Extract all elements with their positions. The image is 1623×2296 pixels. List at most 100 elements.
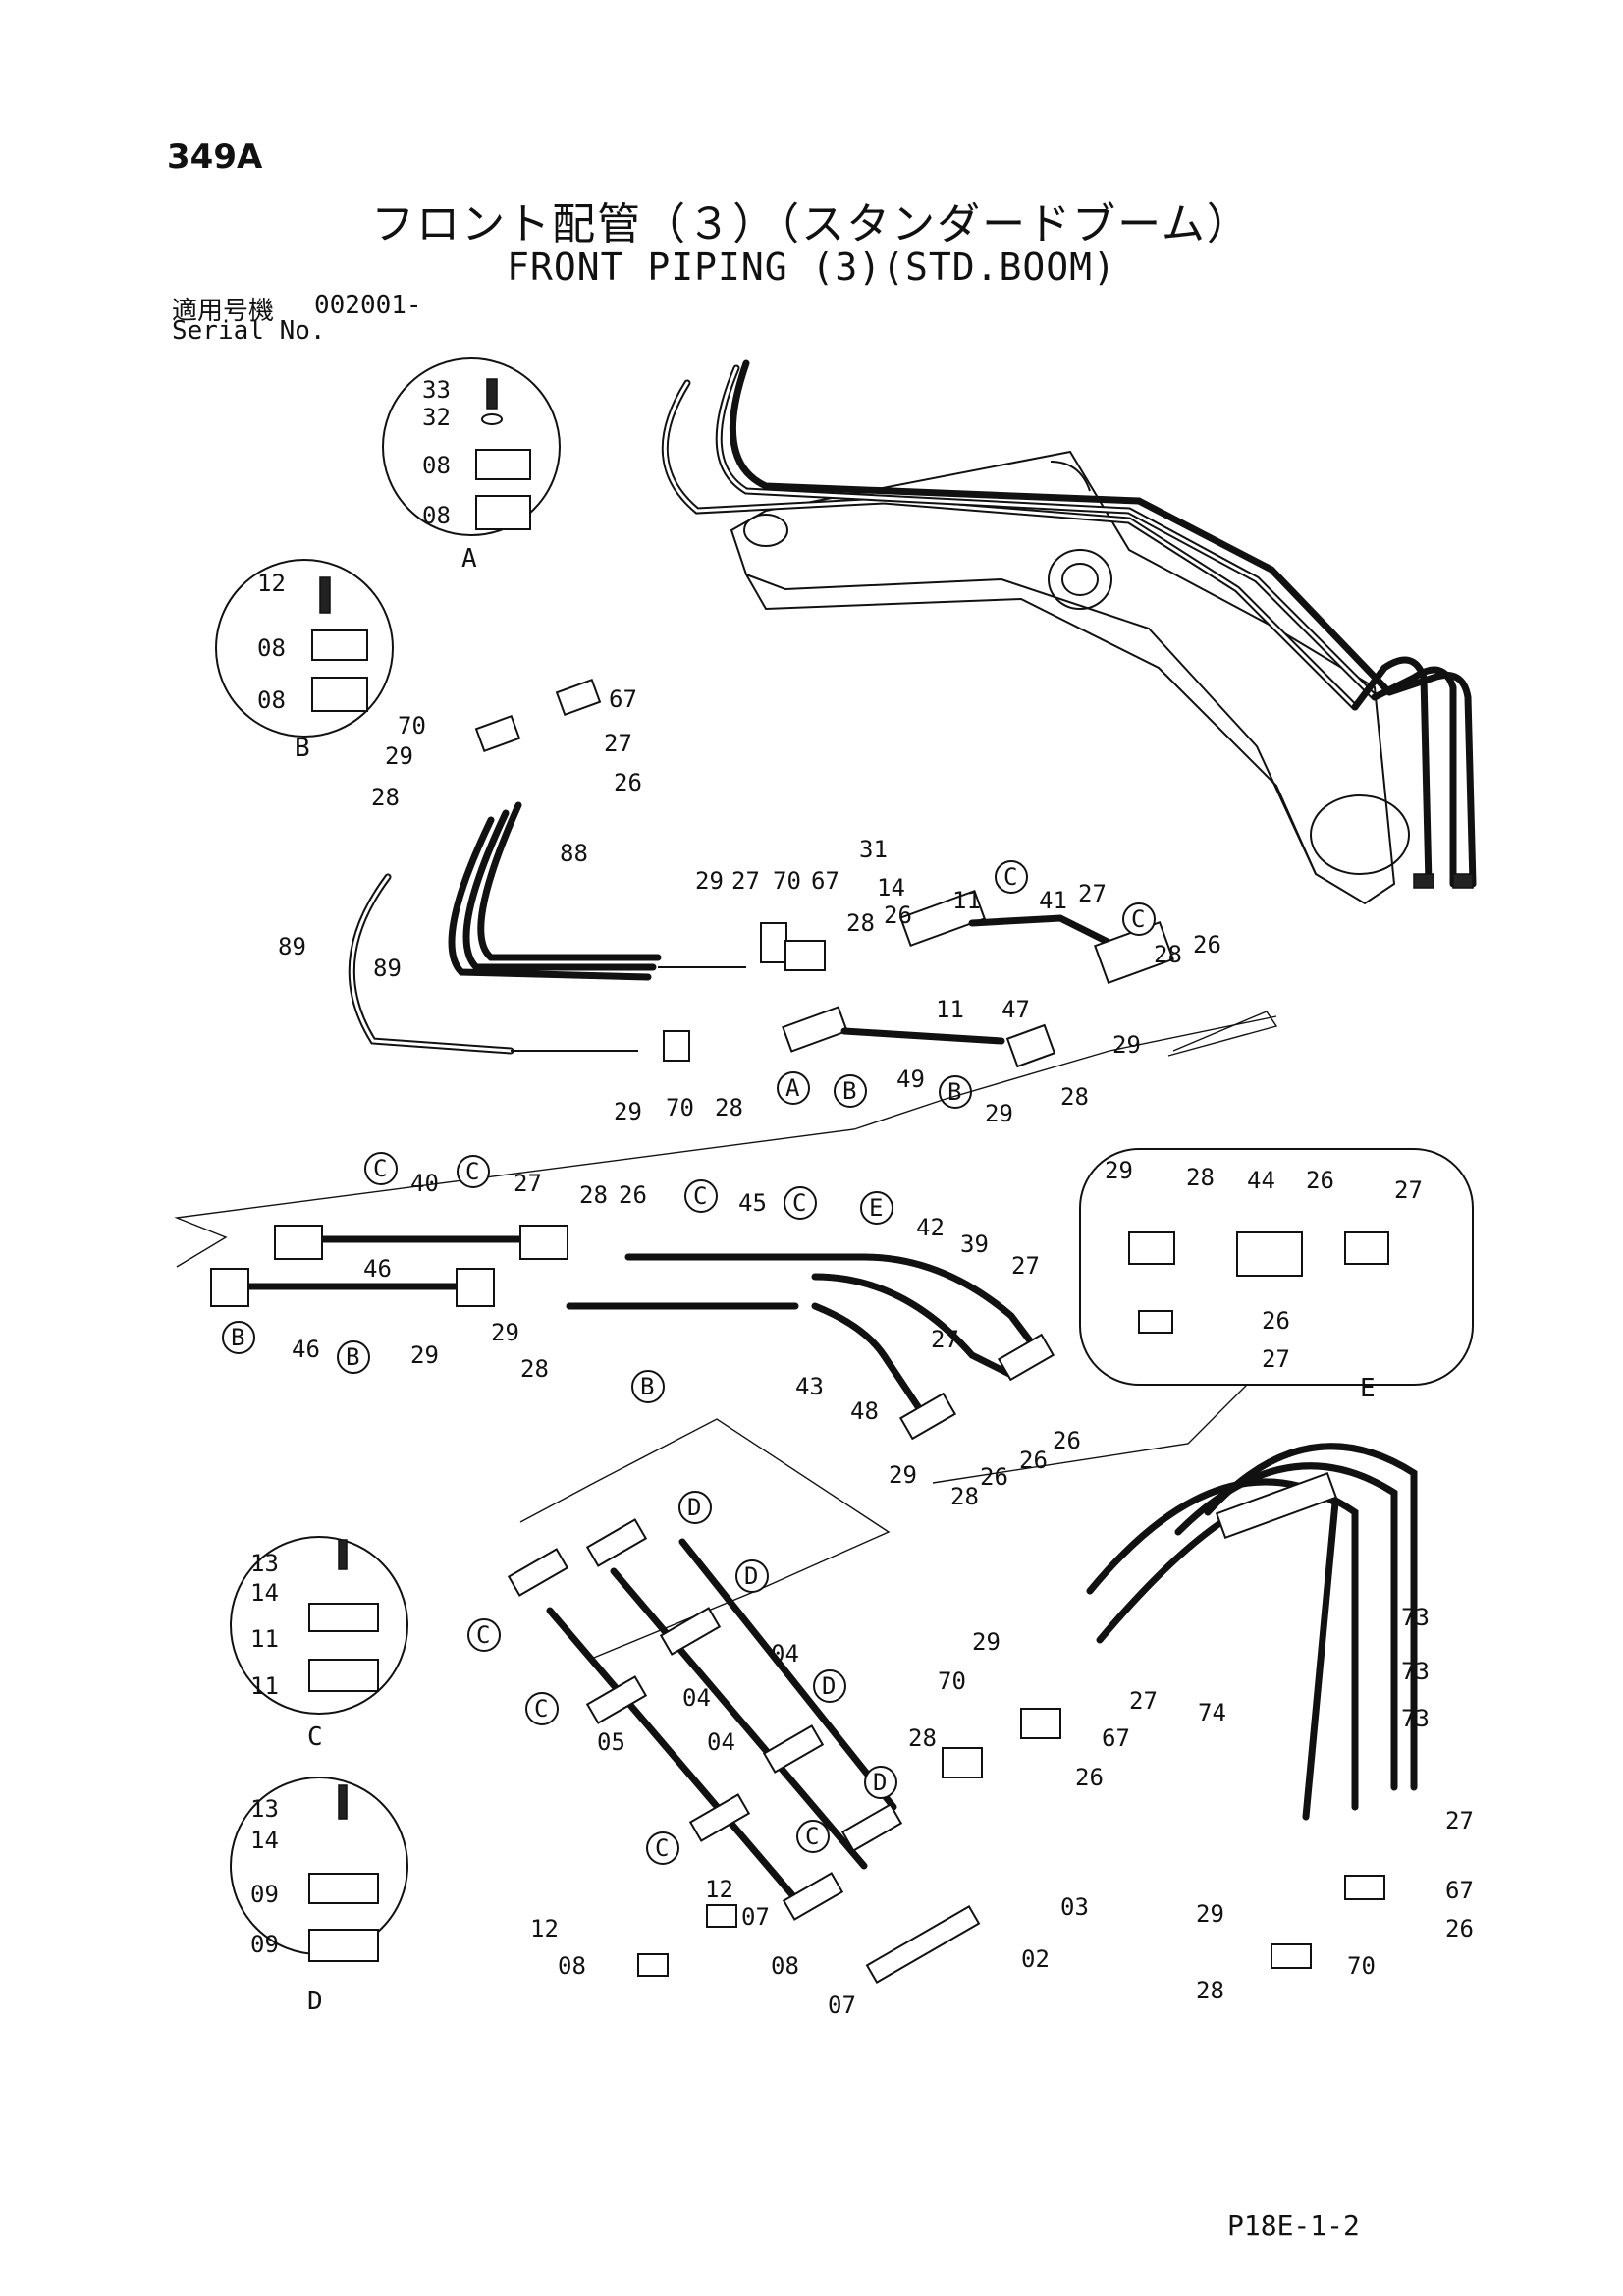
bubble-d3: D (822, 1672, 836, 1700)
bubble-c10: C (805, 1823, 819, 1850)
callout-26m: 26 (619, 1181, 647, 1209)
page-number: 349A (167, 137, 263, 177)
callout-27m: 27 (514, 1170, 542, 1197)
bubble-b2: B (947, 1078, 961, 1106)
detail-c-label-11b: 11 (250, 1672, 279, 1700)
callout-07b: 07 (828, 1992, 856, 2019)
boom-drawing (661, 359, 1477, 905)
callout-12b: 12 (530, 1915, 559, 1942)
callout-29b: 29 (695, 867, 724, 895)
callout-26l2: 26 (1445, 1915, 1474, 1942)
callout-28b: 28 (846, 909, 875, 937)
detail-a-label-33: 33 (422, 376, 451, 404)
bubble-b5: B (640, 1373, 654, 1400)
footer-code: P18E-1-2 (1227, 2210, 1360, 2242)
callout-43: 43 (795, 1373, 824, 1400)
callout-29l2: 29 (1196, 1900, 1224, 1928)
callout-27b: 27 (731, 867, 760, 895)
callout-02: 02 (1021, 1945, 1050, 1973)
upper-piping (348, 678, 1278, 1068)
callout-39: 39 (960, 1230, 989, 1258)
callout-73a: 73 (1401, 1604, 1430, 1631)
callout-74: 74 (1198, 1699, 1226, 1726)
bubble-d2: D (744, 1562, 758, 1590)
callout-26l: 26 (1075, 1764, 1104, 1791)
lower-bubbles: D D D D C C C C (467, 1491, 897, 1865)
detail-e-label-28: 28 (1186, 1164, 1215, 1191)
bubble-c9: C (655, 1834, 669, 1862)
callout-45: 45 (738, 1189, 767, 1217)
upper-bubbles: C C A B B (777, 860, 1156, 1109)
detail-e: 29 28 44 26 27 26 27 E (1079, 1148, 1474, 1403)
middle-piping (174, 1015, 1277, 1484)
detail-b-letter: B (295, 734, 310, 763)
callout-46b: 46 (292, 1336, 320, 1363)
detail-d: 13 14 09 09 D (230, 1777, 408, 2016)
bubble-c4: C (465, 1158, 479, 1185)
callout-28e: 28 (1060, 1083, 1089, 1111)
bubble-c3: C (373, 1155, 387, 1182)
detail-b: 12 08 08 B (215, 559, 394, 763)
callout-42: 42 (916, 1214, 945, 1241)
callout-67l2: 67 (1445, 1877, 1474, 1904)
detail-e-label-44: 44 (1247, 1167, 1275, 1194)
callout-26m3: 26 (1019, 1447, 1048, 1474)
bubble-c6: C (792, 1189, 806, 1217)
callout-28m2: 28 (520, 1355, 549, 1383)
lower-callouts: 04 04 04 05 12 07 12 08 08 07 03 02 29 7… (530, 1604, 1474, 2019)
bubble-b1: B (842, 1077, 856, 1105)
callout-04b: 04 (682, 1684, 711, 1712)
detail-d-letter: D (307, 1987, 323, 2016)
callout-46a: 46 (363, 1255, 392, 1283)
callout-47: 47 (1001, 996, 1030, 1023)
callout-41: 41 (1039, 887, 1067, 914)
bubble-e: E (869, 1194, 883, 1222)
serial-number: 002001- (314, 291, 422, 320)
detail-b-label-12: 12 (257, 570, 286, 597)
callout-70b: 70 (773, 867, 801, 895)
callout-29: 29 (385, 742, 413, 770)
callout-26m4: 26 (1053, 1427, 1081, 1454)
detail-a-letter: A (461, 544, 477, 574)
detail-d-label-14: 14 (250, 1827, 279, 1854)
bubble-c8: C (534, 1695, 548, 1722)
callout-26c: 26 (1193, 931, 1221, 958)
callout-48: 48 (850, 1397, 879, 1425)
serial-label-english: Serial No. (172, 316, 326, 346)
callout-05: 05 (597, 1728, 625, 1756)
callout-11a: 11 (952, 887, 981, 914)
callout-28m: 28 (579, 1181, 608, 1209)
callout-73b: 73 (1401, 1658, 1430, 1685)
detail-c-label-13: 13 (250, 1550, 279, 1577)
callout-29e: 29 (614, 1098, 642, 1125)
detail-e-label-27b: 27 (1262, 1345, 1290, 1373)
callout-67: 67 (609, 685, 637, 713)
callout-08a: 08 (558, 1952, 586, 1980)
detail-d-label-13: 13 (250, 1795, 279, 1823)
bubble-b3: B (231, 1324, 244, 1351)
bubble-d1: D (687, 1494, 701, 1521)
callout-04c: 04 (707, 1728, 735, 1756)
callout-67b: 67 (811, 867, 839, 895)
callout-29m2: 29 (491, 1319, 519, 1346)
middle-callouts: 40 27 28 26 45 42 39 27 46 46 29 29 28 4… (292, 1170, 1081, 1510)
callout-89b: 89 (373, 955, 402, 982)
detail-e-letter: E (1360, 1374, 1376, 1403)
bubble-a: A (785, 1074, 800, 1102)
detail-a-label-08a: 08 (422, 452, 451, 479)
bubble-d4: D (873, 1769, 887, 1796)
lower-piping (507, 1418, 1418, 1985)
callout-04a: 04 (771, 1640, 799, 1667)
upper-callouts: 70 67 29 27 28 26 88 89 89 31 14 29 27 7… (278, 685, 1221, 1127)
callout-26b: 26 (884, 902, 912, 929)
detail-e-label-27a: 27 (1394, 1176, 1423, 1204)
callout-40: 40 (410, 1170, 439, 1197)
callout-26: 26 (614, 769, 642, 796)
detail-e-label-26b: 26 (1262, 1307, 1290, 1335)
callout-12a: 12 (705, 1876, 733, 1903)
callout-27m3: 27 (931, 1326, 959, 1353)
detail-c-label-14: 14 (250, 1579, 279, 1607)
callout-27m2: 27 (1011, 1252, 1040, 1280)
page-title-english: FRONT PIPING (3)(STD.BOOM) (507, 246, 1116, 289)
